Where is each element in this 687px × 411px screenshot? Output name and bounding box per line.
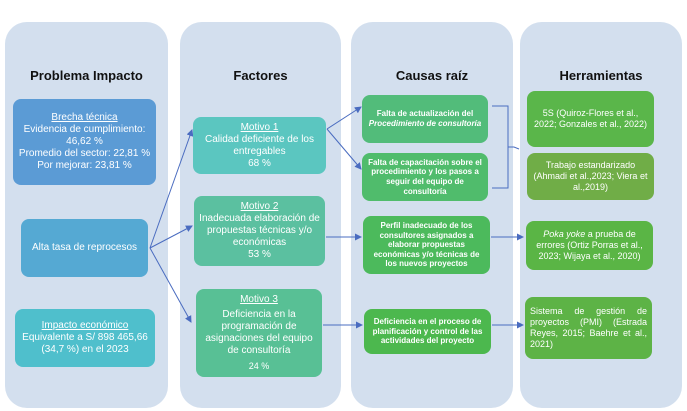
impacto-line: Equivalente a S/ 898 465,66: [22, 332, 148, 343]
causa-text: Falta de actualización del: [376, 109, 474, 119]
motivo-heading: Motivo 3: [240, 294, 278, 306]
column-title: Herramientas: [559, 68, 643, 83]
causa-text: Falta de capacitación sobre el procedimi…: [368, 157, 482, 196]
motivo-percent: 24 %: [248, 361, 270, 372]
herramienta-4-box: Sistema de gestión de proyectos (PMI) (E…: [525, 297, 652, 359]
brecha-line: Promedio del sector: 22,81 %: [18, 148, 151, 159]
alta-tasa-reprocesos-box: Alta tasa de reprocesos: [21, 219, 148, 277]
herramienta-text: a prueba de errores (Ortiz Porras et al.…: [536, 229, 643, 261]
motivo-heading: Motivo 2: [240, 201, 279, 212]
brecha-tecnica-box: Brecha técnica Evidencia de cumplimiento…: [13, 99, 156, 185]
brecha-line: 46,62 %: [66, 136, 103, 147]
causa-text: Perfil inadecuado de los consultores asi…: [373, 221, 480, 269]
motivo-2-box: Motivo 2 Inadecuada elaboración de propu…: [194, 196, 325, 266]
herramienta-text: Sistema de gestión de proyectos (PMI) (E…: [530, 306, 647, 349]
herramienta-3-box: Poka yoke a prueba de errores (Ortiz Por…: [526, 221, 653, 270]
herramienta-text: Trabajo estandarizado (Ahmadi et al.,202…: [533, 160, 648, 192]
motivo-percent: 68 %: [248, 157, 271, 169]
causa-text-italic: Procedimiento de consultoría: [368, 119, 482, 128]
motivo-text: Deficiencia en la programación de asigna…: [205, 309, 313, 357]
column-title: Problema Impacto: [30, 68, 143, 83]
causa-1-box: Falta de actualización del Procedimiento…: [362, 95, 488, 143]
herramienta-text-italic: Poka yoke: [543, 229, 586, 240]
causa-text: Deficiencia en el proceso de planificaci…: [372, 317, 483, 346]
herramienta-text-wrap: Poka yoke a prueba de errores (Ortiz Por…: [530, 229, 649, 261]
impacto-line: (34,7 %) en el 2023: [41, 344, 129, 355]
brecha-heading: Brecha técnica: [51, 112, 118, 123]
causa-4-box: Deficiencia en el proceso de planificaci…: [364, 309, 491, 354]
impacto-economico-box: Impacto económico Equivalente a S/ 898 4…: [15, 309, 155, 367]
impacto-heading: Impacto económico: [41, 320, 129, 331]
causa-2-box: Falta de capacitación sobre el procedimi…: [362, 153, 488, 201]
brecha-line: Por mejorar: 23,81 %: [37, 160, 132, 171]
motivo-1-box: Motivo 1 Calidad deficiente de los entre…: [193, 117, 326, 174]
motivo-heading: Motivo 1: [240, 121, 279, 133]
brecha-line: Evidencia de cumplimiento:: [23, 124, 146, 135]
causa-3-box: Perfil inadecuado de los consultores asi…: [363, 216, 490, 274]
motivo-percent: 53 %: [248, 249, 271, 260]
herramienta-text: 5S (Quiroz-Flores et al., 2022; Gonzales…: [533, 108, 648, 129]
herramienta-1-box: 5S (Quiroz-Flores et al., 2022; Gonzales…: [527, 91, 654, 147]
motivo-text: Inadecuada elaboración de propuestas téc…: [199, 213, 320, 248]
motivo-3-box: Motivo 3 Deficiencia en la programación …: [196, 289, 322, 377]
motivo-text: Calidad deficiente de los entregables: [205, 133, 314, 157]
central-problem-label: Alta tasa de reprocesos: [31, 242, 138, 253]
herramienta-2-box: Trabajo estandarizado (Ahmadi et al.,202…: [527, 153, 654, 200]
column-title: Factores: [233, 68, 288, 83]
column-title: Causas raíz: [395, 68, 469, 83]
